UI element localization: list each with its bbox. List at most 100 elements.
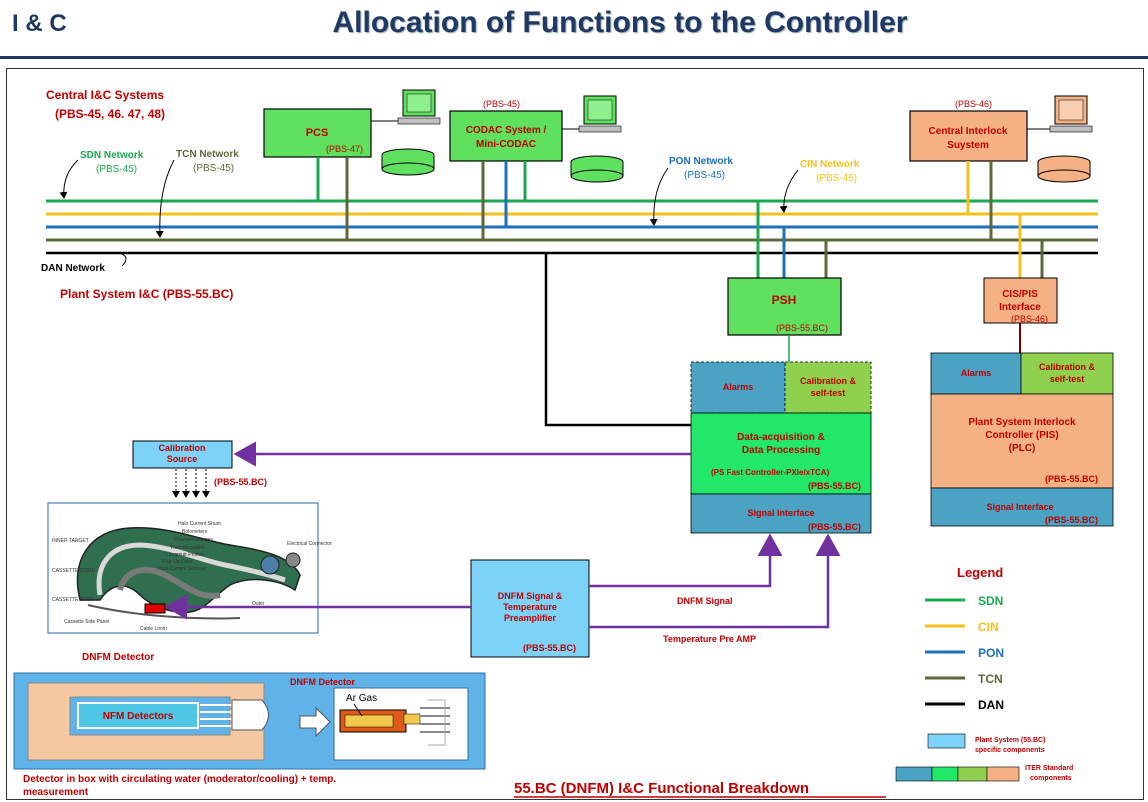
legend-iter-swatch-1 [895,766,933,782]
legend-title: Legend [957,565,1003,580]
tcn-pointer [155,159,175,238]
pis-signal-interface-pbs: (PBS-55.BC) [1045,515,1098,525]
codac-box [449,110,563,162]
legend-pon-label: PON [978,646,1004,660]
daq-label-3: (PS Fast Controller-PXIe/xTCA) [711,468,830,477]
pcs-node: PCS (PBS-47) [263,89,441,240]
cassette-label-connector: Electrical Connector [287,541,332,547]
daq-label-2: Data Processing [742,445,820,456]
legend-cin-label: CIN [978,620,999,634]
plant-system-title: Plant System I&C (PBS-55.BC) [60,287,233,301]
pis-label-1: Plant System Interlock [968,417,1076,428]
dnfm-signal-label: DNFM Signal [677,596,733,606]
pis-alarms-label: Alarms [961,368,992,378]
page-title: Allocation of Functions to the Controlle… [332,6,908,39]
cassette-label-halo-shunt: Halo Current Shunt [178,521,221,527]
sdn-pointer [59,159,79,199]
pcs-box [263,108,372,158]
cassette-label-cable-loom: Cable Loom [140,626,167,632]
cis-pis-interface: CIS/PIS Interface (PBS-46) [983,214,1058,353]
daq-label-1: Data-acquisition & [737,432,825,443]
pon-network-pbs: (PBS-45) [684,170,725,181]
codac-node: (PBS-45) CODAC System / Mini-CODAC [449,95,624,240]
cis-box [909,110,1028,162]
dnfm-preamp-label-3: Preamplifier [504,613,557,623]
pcs-pbs: (PBS-47) [326,144,363,154]
cis-node: (PBS-46) Central Interlock Suystem [909,95,1093,240]
cassette-label-thermocouples: Thermocouples [170,545,205,551]
nfm-detectors-label: NFM Detectors [103,711,174,722]
central-ic-title: Central I&C Systems [46,88,164,102]
cis-label-1: Central Interlock [929,126,1008,137]
signal-interface-label: Signal Interface [747,508,814,518]
cassette-label-dome: CASSETTE DOME [52,568,95,574]
pis-label-2: Controller (PIS) [985,430,1058,441]
tcn-network-label: TCN Network [176,149,239,160]
sdn-network-label: SDN Network [80,150,144,161]
cis-pis-label-1: CIS/PIS [1002,289,1038,300]
fast-controller: Alarms Calibration & self-test Data-acqu… [690,361,872,534]
pcs-label: PCS [306,127,329,139]
psh-pbs: (PBS-55.BC) [776,323,828,333]
cassette-label-bolometers: Bolometers [182,529,208,535]
dnfm-preamp-pbs: (PBS-55.BC) [523,643,576,653]
signal-interface-box [690,493,872,534]
cassette-label-body: CASSETTE BODY [52,597,95,603]
pon-pointer [649,167,669,226]
pis-alarms-box [930,352,1022,395]
calibration-source-node: Calibration Source (PBS-55.BC) [132,440,691,498]
cassette-label-outer: Outer [252,601,265,607]
calibration-label-2: self-test [811,388,846,398]
pis-calibration-label-2: self-test [1050,374,1085,384]
pis-calibration-label-1: Calibration & [1039,362,1096,372]
dnfm-preamp-label-1: DNFM Signal & [498,591,563,601]
dnfm-detector-2-label: DNFM Detector [290,677,356,687]
daq-pbs: (PBS-55.BC) [808,481,861,491]
divertor-cassette-image: INNER TARGET CASSETTE DOME CASSETTE BODY… [47,502,332,634]
legend-iter-2: components [1030,775,1072,782]
detector-caption-1: Detector in box with circulating water (… [23,774,336,785]
pon-network-label: PON Network [669,156,733,167]
codac-pbs: (PBS-45) [483,99,520,109]
legend-iter-swatch-4 [986,766,1020,782]
pis-signal-interface-box [930,487,1114,527]
pis-signal-interface-label: Signal Interface [986,502,1053,512]
legend-tcn-label: TCN [978,672,1003,686]
cis-pis-box [983,277,1058,324]
legend-iter-swatch-3 [957,766,988,782]
psh-node: PSH (PBS-55.BC) [727,201,842,362]
legend-iter-1: ITER Standard [1025,765,1073,772]
legend-dan-label: DAN [978,698,1004,712]
calibration-source-box [132,440,233,469]
nfm-detectors-box [77,702,199,729]
legend-plant-specific-1: Plant System (55.BC) [975,737,1045,744]
cassette-label-halo-sensors: Halo Current Sensors [158,566,207,572]
cis-pbs: (PBS-46) [955,99,992,109]
legend-plant-specific-swatch [927,733,966,749]
alarms-label: Alarms [723,382,754,392]
network-buses [46,199,1098,255]
diagram-frame [6,68,1144,800]
dan-link [544,253,692,427]
alarms-box [690,361,786,414]
calibration-label-1: Calibration & [800,376,857,386]
cassette-label-inner: INNER TARGET [52,538,89,544]
calibration-source-pbs: (PBS-55.BC) [214,477,267,487]
ar-gas-label: Ar Gas [346,693,377,704]
psh-box [727,277,842,336]
pis-box [930,393,1114,489]
codac-label-2: Mini-CODAC [476,139,536,150]
cassette-label-side-panel: Cassette Side Panel [64,619,109,625]
calibration-selftest-box [784,361,872,414]
pis-pbs: (PBS-55.BC) [1045,474,1098,484]
pis-label-3: (PLC) [1009,443,1036,454]
cassette-label-pressure: Pressure Gauges [174,537,213,543]
cin-pointer [779,169,799,213]
sdn-network-pbs: (PBS-45) [96,164,137,175]
cis-pis-label-2: Interface [999,302,1041,313]
cis-label-2: Suystem [947,140,989,151]
tcn-network-pbs: (PBS-45) [193,163,234,174]
pis-calibration-box [1020,352,1114,395]
dnfm-preamp-node: DNFM Signal & Temperature Preamplifier (… [164,533,841,658]
